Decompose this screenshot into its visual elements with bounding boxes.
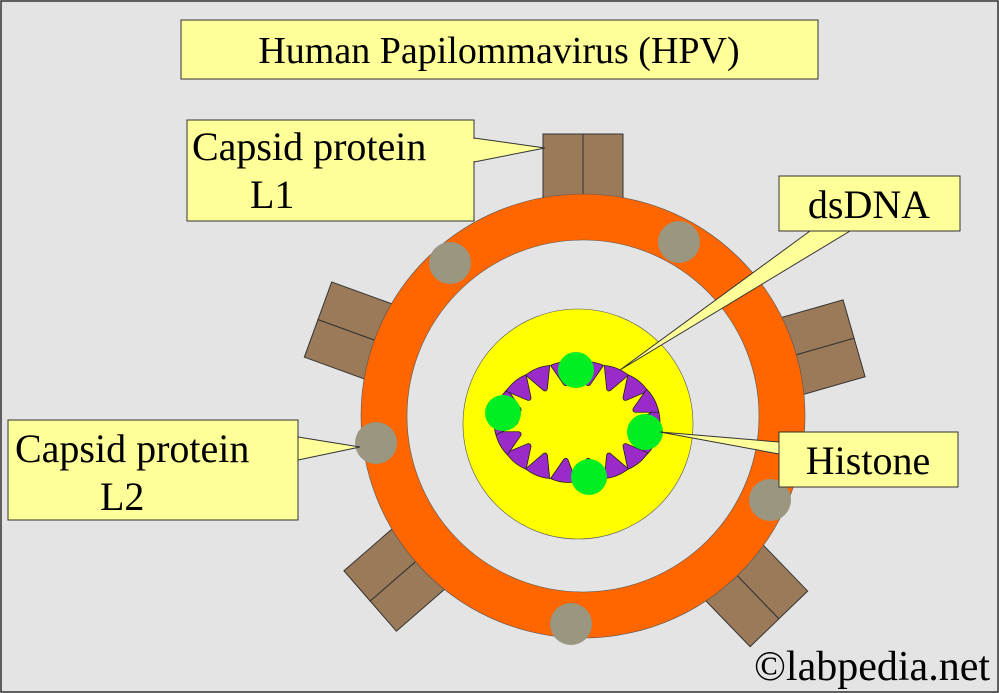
dna-segment xyxy=(603,452,630,479)
dna-segment xyxy=(622,374,649,401)
dna-segment xyxy=(524,365,551,392)
title: Human Papilommavirus (HPV) xyxy=(258,30,739,72)
dna-segment xyxy=(603,365,630,392)
l2-label-line2: L2 xyxy=(100,474,144,519)
dsdna-label: dsDNA xyxy=(808,182,930,227)
l1-label-line1: Capsid protein xyxy=(192,124,426,169)
capsomers-l1 xyxy=(303,133,866,648)
dsdna-ring xyxy=(493,361,661,483)
l2-protein xyxy=(749,479,791,521)
l1-callout xyxy=(186,119,475,222)
l2-callout xyxy=(7,419,299,521)
l2-protein xyxy=(429,242,471,284)
histone xyxy=(571,459,607,495)
histones xyxy=(485,352,663,495)
viral-core xyxy=(462,308,694,540)
l2-protein xyxy=(658,221,700,263)
dna-segment xyxy=(632,388,660,413)
histone-callout xyxy=(778,431,959,488)
l2-protein xyxy=(550,603,592,645)
dna-segment xyxy=(494,431,522,456)
l2-protein xyxy=(355,422,397,464)
title-box xyxy=(180,19,819,80)
dna-segment xyxy=(622,443,649,470)
dsdna-callout xyxy=(778,175,961,232)
dna-segment xyxy=(505,374,532,401)
capsomer-subunit xyxy=(582,133,624,199)
l2-proteins xyxy=(355,221,791,645)
histone xyxy=(485,395,521,431)
dna-segment xyxy=(505,443,532,470)
l2-label-line1: Capsid protein xyxy=(15,426,249,471)
histone xyxy=(558,352,594,388)
capsomer xyxy=(780,299,866,395)
capsomer xyxy=(343,528,446,632)
dna-segment xyxy=(549,457,577,483)
watermark: ©labpedia.net xyxy=(754,644,990,690)
l1-label-line2: L1 xyxy=(250,172,294,217)
histone-label: Histone xyxy=(806,438,930,483)
dna-segment xyxy=(524,452,551,479)
capsomer xyxy=(542,133,624,199)
capsomer-subunit xyxy=(542,133,584,199)
histone xyxy=(627,414,663,450)
